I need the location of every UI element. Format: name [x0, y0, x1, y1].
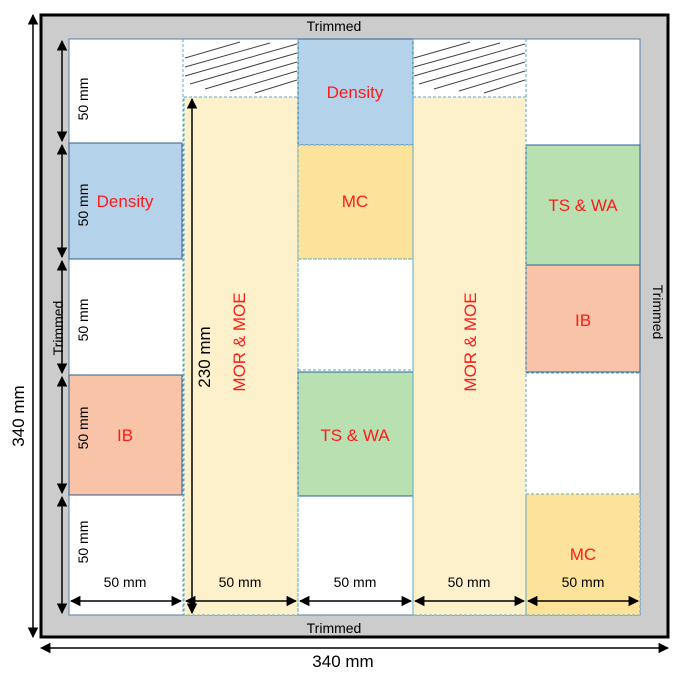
col4-mor-moe-specimen — [412, 96, 527, 616]
col2-mor-moe-label: MOR & MOE — [230, 292, 249, 391]
col5-ib-label: IB — [575, 311, 591, 330]
mor-length-label: 230 mm — [195, 326, 214, 387]
col-4-width-label: 50 mm — [448, 574, 491, 590]
col1-density-label: Density — [97, 192, 154, 211]
col2-waste-hatch — [184, 41, 298, 94]
trim-right-label: Trimmed — [650, 285, 666, 340]
col3-density-specimen — [297, 38, 414, 146]
col-5-width-label: 50 mm — [562, 574, 605, 590]
col5-mc-label: MC — [570, 545, 596, 564]
col3-ts-wa-specimen — [297, 371, 414, 497]
board-width-label: 340 mm — [312, 652, 373, 671]
col4-waste-hatch — [413, 41, 526, 94]
row-2-height-label: 50 mm — [75, 184, 91, 227]
col5-ib-specimen — [525, 264, 641, 373]
col-1-width-label: 50 mm — [104, 574, 147, 590]
board-height-label: 340 mm — [9, 385, 28, 446]
row-3-height-label: 50 mm — [75, 299, 91, 342]
col1-ib-label: IB — [117, 426, 133, 445]
col5-ts-wa-label: TS & WA — [548, 196, 618, 215]
col3-density-label: Density — [327, 83, 384, 102]
row-4-height-label: 50 mm — [75, 407, 91, 450]
col3-mc-label: MC — [342, 192, 368, 211]
col-2-width-label: 50 mm — [219, 574, 262, 590]
col4-mor-moe-label: MOR & MOE — [461, 292, 480, 391]
col1-density-specimen — [68, 142, 183, 260]
trim-bottom-label: Trimmed — [307, 620, 362, 636]
col3-mc-specimen — [297, 144, 414, 260]
col-3-width-label: 50 mm — [334, 574, 377, 590]
trim-left-label: Trimmed — [50, 301, 66, 356]
col2-mor-moe-specimen — [183, 96, 299, 616]
col1-ib-specimen — [68, 374, 183, 496]
trim-top-label: Trimmed — [307, 18, 362, 34]
row-5-height-label: 50 mm — [75, 521, 91, 564]
row-1-height-label: 50 mm — [75, 78, 91, 121]
col3-ts-wa-label: TS & WA — [320, 426, 390, 445]
col5-mc-specimen — [525, 493, 641, 616]
col5-ts-wa-specimen — [525, 144, 641, 266]
column-separators — [182, 39, 527, 615]
